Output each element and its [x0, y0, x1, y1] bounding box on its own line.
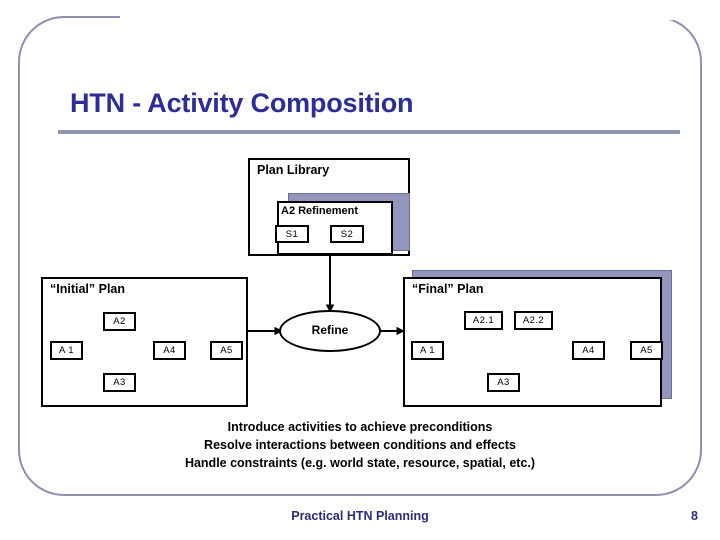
refinement-label: A2 Refinement [281, 205, 359, 217]
refine-operator-ellipse[interactable] [279, 310, 381, 352]
footer-page-number: 8 [691, 509, 698, 523]
final-plan-label: “Final” Plan [412, 282, 484, 296]
caption-block: Introduce activities to achieve precondi… [0, 418, 720, 472]
caption-line-3: Handle constraints (e.g. world state, re… [184, 456, 536, 470]
final-node-a4[interactable]: A4 [572, 341, 605, 360]
node-s1[interactable]: S1 [275, 225, 309, 243]
node-s2[interactable]: S2 [330, 225, 364, 243]
initial-node-a1[interactable]: A 1 [50, 341, 83, 360]
initial-node-a5[interactable]: A5 [210, 341, 243, 360]
final-node-a5[interactable]: A5 [630, 341, 663, 360]
initial-plan-label: “Initial” Plan [50, 282, 126, 296]
plan-library-label: Plan Library [257, 163, 330, 177]
initial-node-a2[interactable]: A2 [103, 312, 136, 331]
final-node-a2-1[interactable]: A2.1 [464, 311, 503, 330]
initial-node-a3[interactable]: A3 [103, 373, 136, 392]
final-node-a3[interactable]: A3 [487, 373, 520, 392]
refine-operator-label: Refine [311, 323, 349, 337]
caption-line-2: Resolve interactions between conditions … [204, 438, 516, 452]
caption-line-1: Introduce activities to achieve precondi… [227, 420, 493, 434]
footer-title: Practical HTN Planning [291, 509, 429, 523]
final-node-a1[interactable]: A 1 [411, 341, 444, 360]
page-title: HTN - Activity Composition [70, 88, 414, 118]
frame-top-gap [120, 10, 720, 20]
initial-node-a4[interactable]: A4 [153, 341, 186, 360]
final-node-a2-2[interactable]: A2.2 [514, 311, 553, 330]
title-underline-rule [58, 130, 680, 134]
